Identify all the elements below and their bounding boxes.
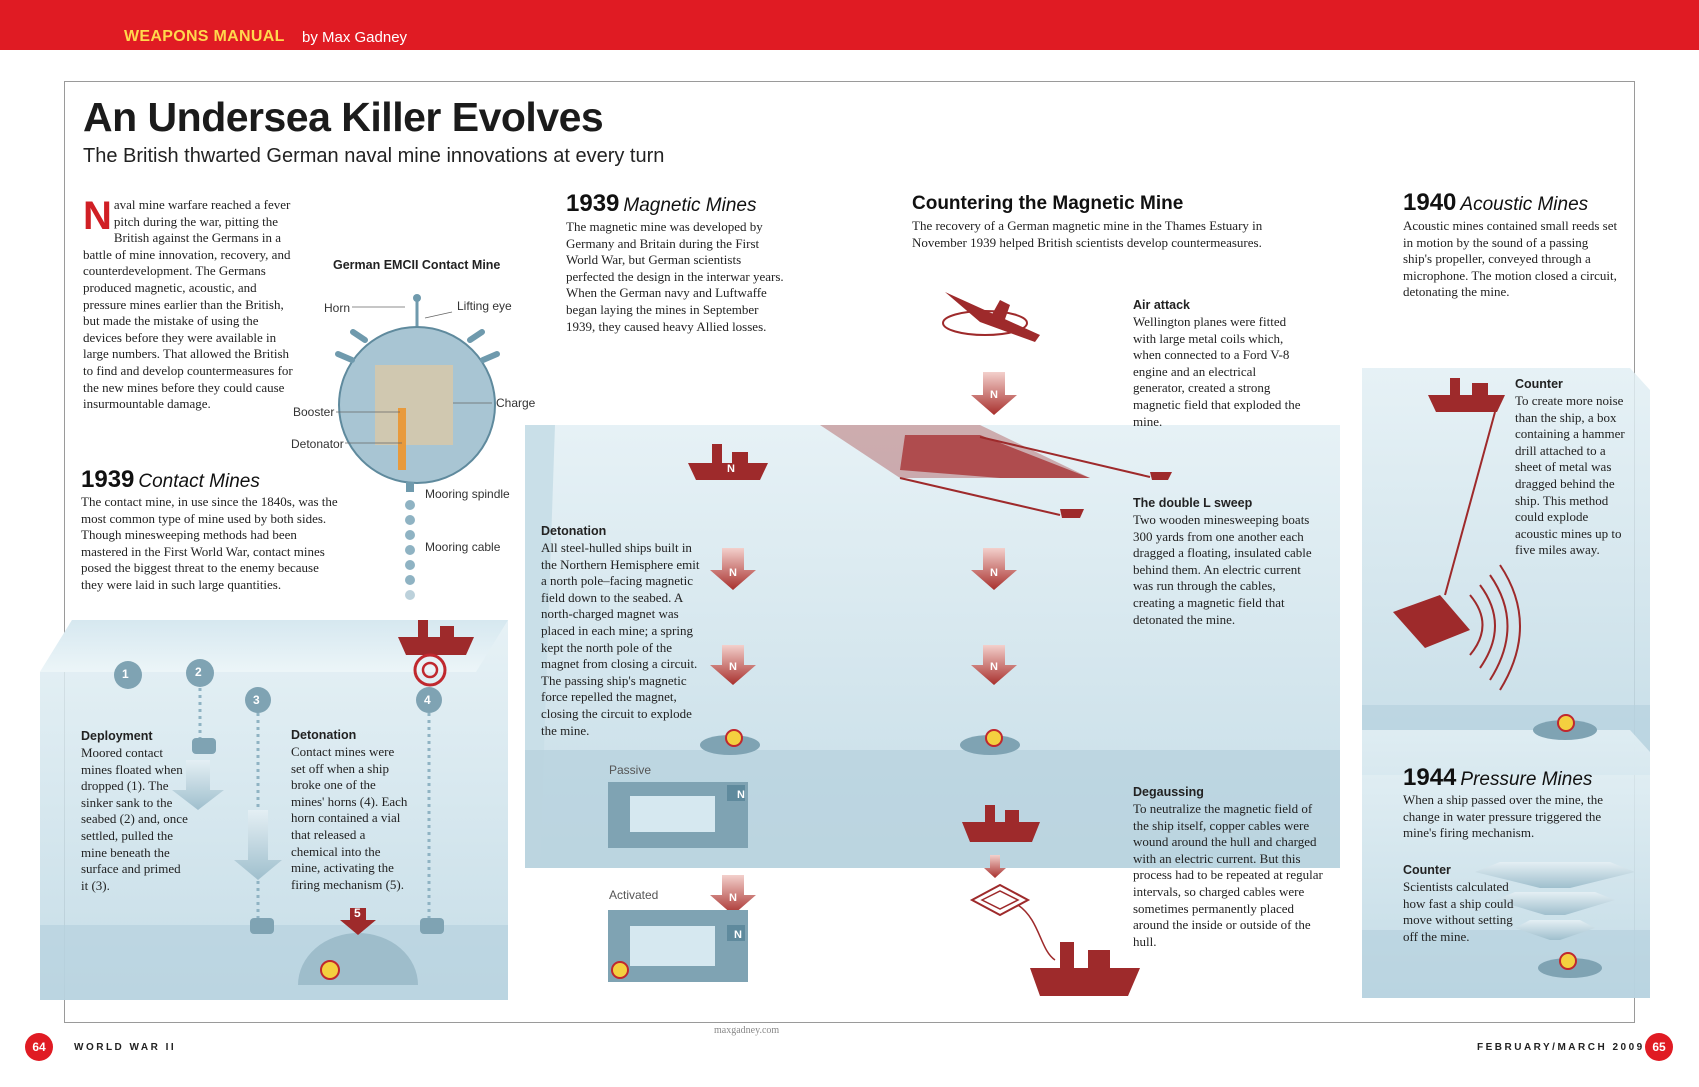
step-5: 5 bbox=[354, 906, 361, 920]
pressure-name: Pressure Mines bbox=[1460, 769, 1593, 790]
magnetic-arrows: N N N N N N N bbox=[700, 372, 1020, 915]
svg-text:N: N bbox=[729, 892, 737, 904]
mechanism-passive: N bbox=[608, 782, 748, 848]
magnetic-mines-text: The magnetic mine was developed by Germa… bbox=[566, 219, 784, 334]
issue-date: FEBRUARY/MARCH 2009 bbox=[1477, 1042, 1645, 1053]
label-mooring-cable: Mooring cable bbox=[425, 540, 501, 554]
magnetic-detonation-text: All steel-hulled ships built in the Nort… bbox=[541, 540, 700, 738]
step-2: 2 bbox=[195, 665, 202, 679]
pressure-year: 1944 bbox=[1403, 764, 1457, 791]
label-horn: Horn bbox=[324, 301, 351, 315]
magnetic-mines-heading: 1939 Magnetic Mines bbox=[566, 190, 756, 218]
byline: by Max Gadney bbox=[302, 29, 408, 46]
pressure-mines-heading: 1944 Pressure Mines bbox=[1403, 764, 1592, 792]
top-banner: WEAPONS MANUAL by Max Gadney bbox=[0, 0, 1699, 50]
page-subtitle: The British thwarted German naval mine i… bbox=[83, 145, 665, 167]
diagram-title: German EMCII Contact Mine bbox=[333, 258, 501, 272]
contact-mines-text: The contact mine, in use since the 1840s… bbox=[81, 494, 338, 592]
section-label: WEAPONS MANUAL bbox=[124, 28, 285, 45]
svg-text:N: N bbox=[737, 789, 745, 801]
countering-title: Countering the Magnetic Mine bbox=[912, 193, 1184, 214]
double-l-heading: The double L sweep bbox=[1133, 496, 1253, 510]
contact-year: 1939 bbox=[81, 466, 135, 493]
contact-mines-heading: 1939 Contact Mines bbox=[81, 466, 260, 494]
label-charge: Charge bbox=[496, 396, 536, 410]
acoustic-mines-text: Acoustic mines contained small reeds set… bbox=[1403, 218, 1618, 300]
degaussing-text: To neutralize the magnetic field of the … bbox=[1133, 801, 1323, 949]
page-title: An Undersea Killer Evolves bbox=[83, 94, 604, 140]
magazine-name: WORLD WAR II bbox=[74, 1042, 177, 1053]
label-activated: Activated bbox=[609, 888, 659, 902]
intro-text: aval mine warfare reached a fever pitch … bbox=[83, 197, 293, 412]
mechanism-activated: N bbox=[608, 910, 748, 982]
acoustic-counter-text: To create more noise than the ship, a bo… bbox=[1515, 393, 1625, 558]
acoustic-counter-heading: Counter bbox=[1515, 377, 1563, 391]
label-mooring-spindle: Mooring spindle bbox=[425, 487, 510, 501]
magnetic-year: 1939 bbox=[566, 190, 620, 217]
double-l-text: Two wooden minesweeping boats 300 yards … bbox=[1133, 512, 1312, 627]
contact-name: Contact Mines bbox=[138, 471, 260, 492]
pressure-counter-heading: Counter bbox=[1403, 863, 1451, 877]
acoustic-mines-heading: 1940 Acoustic Mines bbox=[1403, 189, 1588, 217]
label-detonator: Detonator bbox=[291, 437, 344, 451]
contact-sequence bbox=[114, 620, 474, 985]
label-passive: Passive bbox=[609, 763, 652, 777]
step-4: 4 bbox=[424, 693, 431, 707]
step-1: 1 bbox=[122, 667, 129, 681]
acoustic-name: Acoustic Mines bbox=[1460, 194, 1589, 215]
pressure-drawing bbox=[1475, 862, 1635, 978]
degaussing-heading: Degaussing bbox=[1133, 785, 1204, 799]
magnetic-name: Magnetic Mines bbox=[623, 195, 757, 216]
deployment-text: Moored contact mines floated when droppe… bbox=[81, 745, 188, 893]
svg-text:N: N bbox=[729, 567, 737, 579]
svg-text:N: N bbox=[727, 463, 735, 475]
degaussing-drawing bbox=[962, 805, 1140, 996]
deployment-heading: Deployment bbox=[81, 729, 153, 743]
page-number-left: 64 bbox=[25, 1033, 53, 1061]
drop-cap: N bbox=[83, 194, 112, 238]
magnetic-ships bbox=[688, 292, 1172, 518]
svg-text:N: N bbox=[734, 929, 742, 941]
label-lifting-eye: Lifting eye bbox=[457, 299, 512, 313]
svg-text:N: N bbox=[990, 661, 998, 673]
svg-text:N: N bbox=[990, 567, 998, 579]
contact-water-box bbox=[40, 620, 508, 1000]
page-number-right: 65 bbox=[1645, 1033, 1673, 1061]
contact-mine-drawing bbox=[335, 294, 500, 600]
acoustic-drawing bbox=[1393, 378, 1597, 740]
air-attack-text: Wellington planes were fitted with large… bbox=[1133, 314, 1301, 429]
step-3: 3 bbox=[253, 693, 260, 707]
svg-text:N: N bbox=[990, 389, 998, 401]
svg-text:N: N bbox=[729, 661, 737, 673]
pressure-mines-text: When a ship passed over the mine, the ch… bbox=[1403, 792, 1603, 841]
acoustic-year: 1940 bbox=[1403, 189, 1457, 216]
magnetic-detonation-heading: Detonation bbox=[541, 524, 607, 538]
contact-detonation-heading: Detonation bbox=[291, 728, 357, 742]
credit: maxgadney.com bbox=[714, 1025, 780, 1036]
contact-detonation-text: Contact mines were set off when a ship b… bbox=[291, 744, 408, 892]
air-attack-heading: Air attack bbox=[1133, 298, 1190, 312]
pressure-counter-text: Scientists calculated how fast a ship co… bbox=[1403, 879, 1514, 944]
countering-text: The recovery of a German magnetic mine i… bbox=[912, 218, 1263, 250]
label-booster: Booster bbox=[293, 405, 335, 419]
